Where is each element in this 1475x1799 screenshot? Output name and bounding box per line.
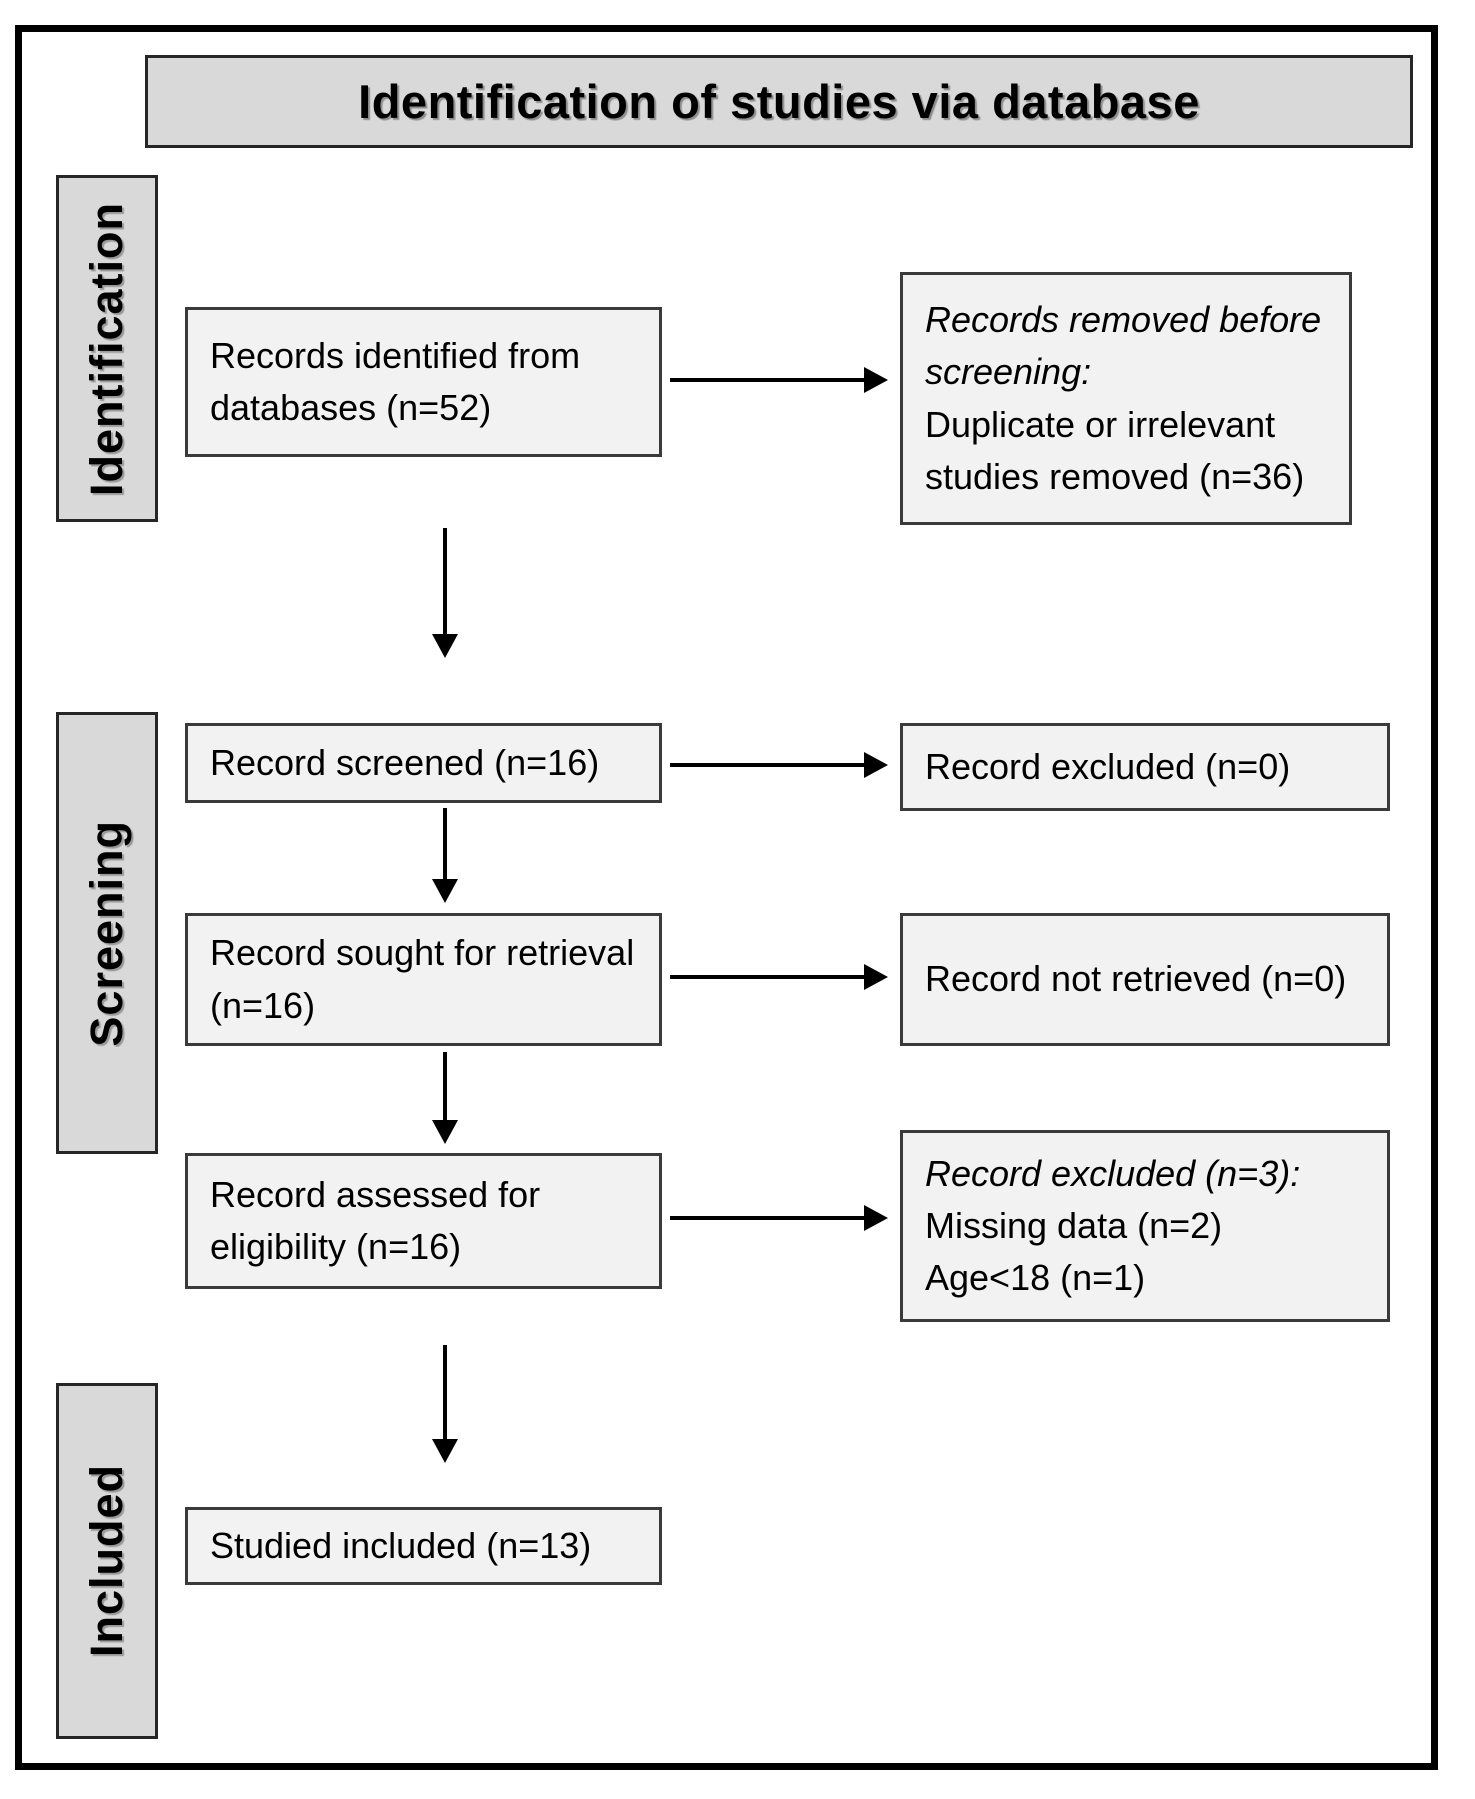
box-records-not-retrieved: Record not retrieved (n=0) (900, 913, 1390, 1046)
arrow-shaft (670, 763, 868, 767)
box-records-not-retrieved-text: Record not retrieved (n=0) (925, 958, 1347, 1000)
arrow-head-right-icon (864, 367, 888, 393)
arrow-shaft (670, 975, 868, 979)
box-records-removed: Records removed before screening: Duplic… (900, 272, 1352, 525)
box-studies-included: Studied included (n=13) (185, 1507, 662, 1585)
box-studies-included-text: Studied included (n=13) (210, 1524, 592, 1566)
box-excluded-reasons-heading: Record excluded (n=3): (925, 1152, 1301, 1194)
arrow-head-down-icon (432, 1439, 458, 1463)
box-records-screened-text: Record screened (n=16) (210, 741, 600, 783)
phase-band-identification: Identification (56, 175, 158, 522)
diagram-title-box: Identification of studies via database (145, 55, 1413, 148)
box-records-sought-text: Record sought for retrieval (n=16) (210, 932, 635, 1026)
arrow-head-right-icon (864, 964, 888, 990)
box-records-removed-text: Duplicate or irrelevant studies removed … (925, 403, 1305, 497)
arrow-shaft (670, 378, 868, 382)
box-records-assessed: Record assessed for eligibility (n=16) (185, 1153, 662, 1289)
arrow-head-right-icon (864, 752, 888, 778)
phase-label-screening: Screening (81, 819, 132, 1047)
phase-label-identification: Identification (81, 201, 132, 496)
arrow-head-down-icon (432, 634, 458, 658)
box-records-removed-heading: Records removed before screening: (925, 299, 1322, 393)
box-records-assessed-text: Record assessed for eligibility (n=16) (210, 1173, 541, 1267)
diagram-title: Identification of studies via database (358, 75, 1200, 128)
arrow-shaft (443, 1052, 447, 1124)
box-records-excluded: Record excluded (n=0) (900, 723, 1390, 811)
arrow-shaft (443, 528, 447, 638)
phase-label-included: Included (81, 1464, 132, 1658)
arrow-shaft (443, 1345, 447, 1443)
arrow-head-down-icon (432, 1120, 458, 1144)
box-records-identified-text: Records identified from databases (n=52) (210, 334, 581, 428)
phase-band-included: Included (56, 1383, 158, 1739)
arrow-head-down-icon (432, 879, 458, 903)
box-records-sought: Record sought for retrieval (n=16) (185, 913, 662, 1046)
arrow-shaft (670, 1216, 868, 1220)
box-records-excluded-reasons: Record excluded (n=3): Missing data (n=2… (900, 1130, 1390, 1322)
box-excluded-reason-1: Missing data (n=2) (925, 1204, 1223, 1246)
arrow-head-right-icon (864, 1205, 888, 1231)
box-records-screened: Record screened (n=16) (185, 723, 662, 803)
arrow-shaft (443, 808, 447, 883)
box-excluded-reason-2: Age<18 (n=1) (925, 1257, 1146, 1299)
box-records-identified: Records identified from databases (n=52) (185, 307, 662, 457)
box-records-excluded-text: Record excluded (n=0) (925, 745, 1291, 787)
phase-band-screening: Screening (56, 712, 158, 1154)
